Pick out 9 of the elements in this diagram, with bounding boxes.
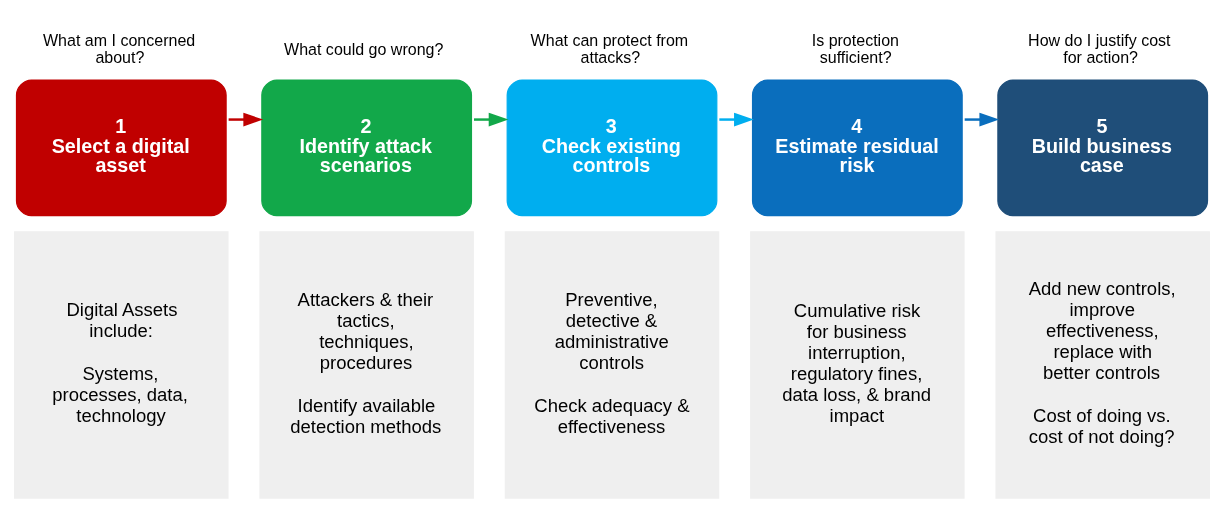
arrow	[474, 112, 509, 127]
node-label: What can protect from attacks?	[530, 31, 689, 67]
arrow	[228, 112, 264, 127]
node-label: Is protection sufficient?	[811, 31, 899, 67]
arrow	[719, 112, 754, 127]
arrow	[964, 112, 1000, 127]
node-label: How do I justify cost for action?	[1028, 31, 1171, 67]
node-label: What could go wrong?	[284, 39, 444, 58]
node-label: What am I concerned about?	[43, 31, 196, 67]
